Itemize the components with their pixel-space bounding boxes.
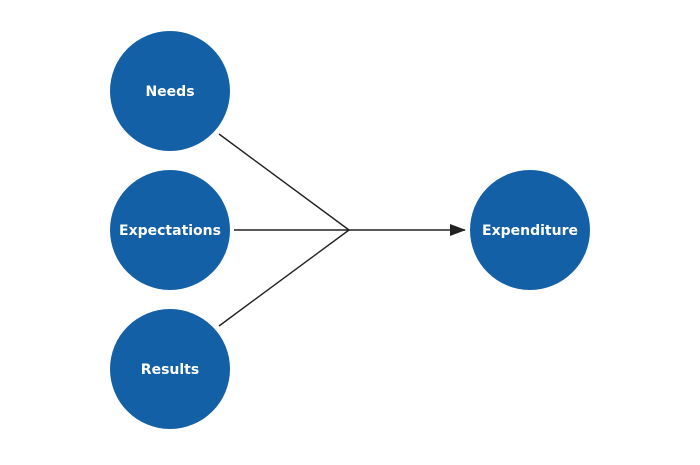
node-needs-circle: [110, 31, 230, 151]
node-expectations-circle: [110, 170, 230, 290]
node-expectations: Expectations: [110, 170, 230, 290]
node-needs-label: Needs: [145, 84, 194, 100]
node-results: Results: [110, 309, 230, 429]
node-expenditure: Expenditure: [470, 170, 590, 290]
node-needs: Needs: [110, 31, 230, 151]
node-expenditure-circle: [470, 170, 590, 290]
node-results-circle: [110, 309, 230, 429]
connector-results: [218, 229, 350, 327]
node-expenditure-label: Expenditure: [482, 223, 578, 239]
node-expectations-label: Expectations: [119, 223, 221, 239]
node-results-label: Results: [141, 362, 199, 378]
connector-needs: [218, 133, 350, 231]
